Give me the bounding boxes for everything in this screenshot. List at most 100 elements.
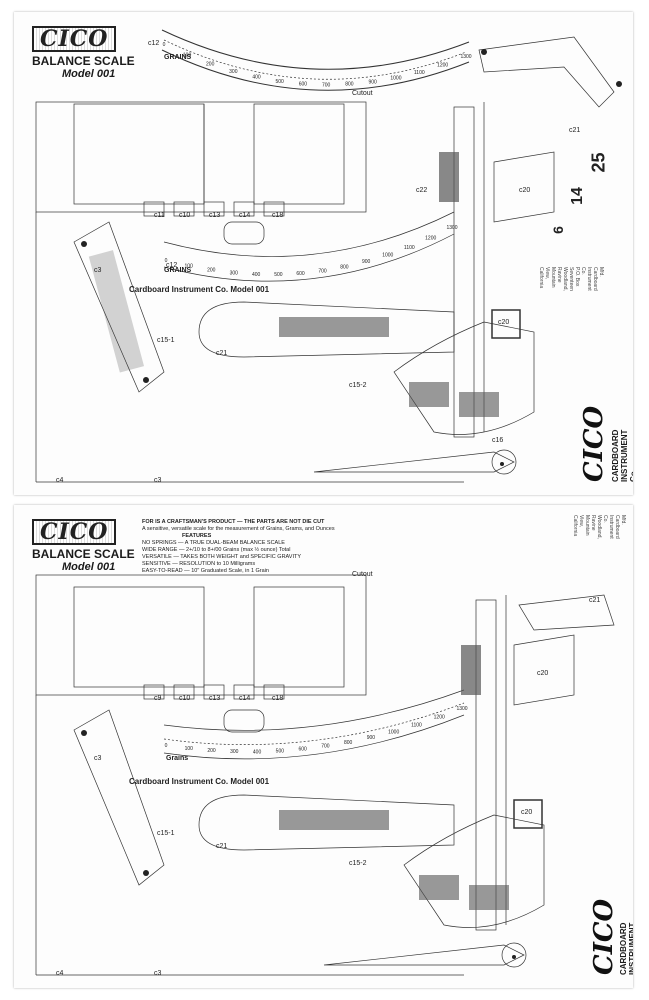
scale-tick-label: 1100 (411, 722, 422, 728)
part-c16: c16 (492, 437, 504, 444)
features-sub: A sensitive, versatile scale for the mea… (142, 526, 335, 532)
scale-tick-label: 0 (165, 743, 168, 749)
features-title: FEATURES (182, 533, 212, 539)
part-c15-1: c15-1 (157, 337, 175, 344)
part-c13-b: c13 (209, 695, 221, 702)
scale-tick-label: 1300 (446, 225, 457, 231)
feature-item: EASY-TO-READ — 10" Graduated Scale, in 1… (142, 568, 269, 574)
model-label: Model 001 (62, 68, 116, 80)
product-title-2: BALANCE SCALE (32, 547, 135, 561)
address-line: Mountain View, California (572, 515, 590, 537)
scale-tick-label: 300 (230, 270, 239, 276)
company-model-2: Model 001 (230, 777, 270, 786)
brand-logo: CICO BALANCE SCALE Model 001 (32, 26, 142, 80)
scale-tick-label: 1000 (382, 253, 393, 259)
scale-tick-label: 900 (362, 259, 371, 265)
scale-tick-label: 400 (252, 272, 261, 278)
part-c15-2-b: c15-2 (349, 860, 367, 867)
weight-14: 14 (568, 187, 586, 205)
part-c21: c20 (498, 319, 510, 326)
part-c11: c11 (154, 212, 165, 219)
part-c24-b: c21 (216, 843, 228, 850)
cico-wordmark-2: CICO (32, 519, 117, 545)
scale-tick-label: 800 (340, 264, 349, 270)
scale-tick-label: 200 (207, 748, 216, 754)
feature-item: VERSATILE — TAKES BOTH WEIGHT and SPECIF… (142, 554, 302, 560)
vertical-company: CARDBOARD INSTRUMENT Co. (611, 429, 633, 482)
company-line-2: Cardboard Instrument Co. Model 001 (129, 777, 269, 786)
company-name-2: Cardboard Instrument Co. (129, 777, 229, 786)
scale-tick-label: 0 (163, 42, 166, 48)
company-name: Cardboard Instrument Co. (129, 285, 229, 294)
scale-tick-label: 1000 (390, 75, 401, 81)
product-title: BALANCE SCALE (32, 54, 135, 68)
scale-tick-label: 1100 (404, 245, 415, 251)
scale-unit-label: GRAINS (164, 54, 192, 61)
scale-tick-label: 100 (183, 53, 192, 59)
scale-tick-label: 400 (252, 75, 261, 81)
part-c19-b: c18 (272, 695, 284, 702)
feature-item: NO SPRINGS — A TRUE DUAL-BEAM BALANCE SC… (142, 540, 285, 546)
features-block: FOR IS A CRAFTSMAN'S PRODUCT — THE PARTS… (142, 519, 442, 575)
part-c3-c: c3 (154, 970, 162, 977)
scale-tick-label: 100 (185, 263, 194, 269)
part-c10-b: c10 (179, 695, 191, 702)
scale-tick-label: 1000 (388, 729, 399, 735)
scale-tick-label: 400 (253, 749, 262, 755)
part-c9: c9 (154, 695, 162, 702)
part-c12: c12 (148, 40, 160, 47)
scale-tick-label: 100 (185, 746, 194, 752)
part-c4-b: c4 (56, 970, 64, 977)
scale-tick-label: 900 (368, 79, 377, 85)
address-line: Mfd. Cardboard Instrument Co. (580, 267, 604, 291)
part-c22-b: c21 (589, 597, 601, 604)
feature-item: WIDE RANGE — 2+/10 to 8+/00 Grains (max … (142, 547, 291, 553)
company-line: Cardboard Instrument Co. Model 001 (129, 285, 269, 294)
part-c10: c10 (179, 212, 191, 219)
feature-item: SENSITIVE — RESOLUTION to 10 Milligrams (142, 561, 256, 567)
scale-tick-label: 1200 (434, 715, 445, 721)
address-line: P.O. Box Seventeen (568, 267, 580, 291)
part-c15-1-b: c15-1 (157, 830, 175, 837)
scale-tick-label: 1100 (414, 70, 425, 76)
scale-unit-label-2: GRAINS (164, 267, 192, 274)
model-label-2: Model 001 (62, 561, 116, 573)
vertical-company-2: CARDBOARD INSTRUMENT Co. (619, 922, 633, 975)
address-line: Woodland, Ravine (556, 267, 568, 291)
weight-25: 25 (588, 152, 609, 173)
part-c20: c20 (519, 187, 531, 194)
cutout-label: Cutout (352, 90, 373, 97)
part-c3-b: c3 (94, 755, 102, 762)
part-c3: c3 (94, 267, 102, 274)
scale-tick-label: 700 (318, 268, 327, 274)
company-model: Model 001 (230, 285, 270, 294)
scale-tick-label: 1200 (425, 236, 436, 242)
scale-tick-label: 300 (229, 69, 238, 75)
part-c3b: c3 (154, 477, 162, 484)
part-c20-b: c20 (537, 670, 549, 677)
part-c21-b: c20 (521, 809, 533, 816)
scale-tick-label: 700 (321, 744, 330, 750)
address-block-2: Mfd. Cardboard Instrument Co. Woodland, … (572, 515, 626, 539)
scale-tick-label: 800 (345, 82, 354, 88)
scale-tick-label: 1200 (437, 63, 448, 69)
scale-tick-label: 0 (165, 258, 168, 264)
address-line: Mfd. Cardboard Instrument Co. (602, 515, 626, 539)
scale-tick-label: 600 (299, 81, 308, 87)
vertical-cico-logo-2: CICO (589, 898, 619, 975)
part-c25: c22 (416, 187, 428, 194)
cico-wordmark: CICO (32, 26, 117, 52)
part-c15-2: c15-2 (349, 382, 367, 389)
scale-tick-label: 500 (274, 272, 283, 278)
scale-tick-label: 300 (230, 749, 239, 755)
features-heading: FOR IS A CRAFTSMAN'S PRODUCT — THE PARTS… (142, 519, 325, 525)
scale-tick-label: 700 (322, 82, 331, 88)
scale-tick-label: 600 (296, 271, 305, 277)
scale-unit-label-3: Grains (166, 755, 189, 762)
scale-tick-label: 800 (344, 740, 353, 746)
scale-tick-label: 1300 (456, 706, 467, 712)
part-c4: c4 (56, 477, 64, 484)
